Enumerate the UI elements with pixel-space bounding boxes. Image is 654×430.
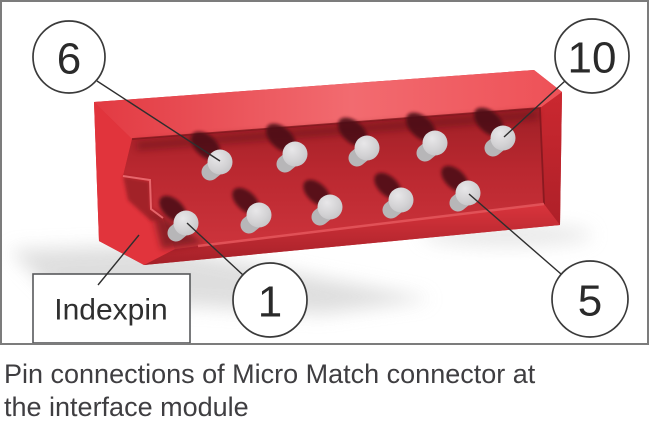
- pin-2: [232, 187, 272, 234]
- pin-top: [422, 130, 448, 156]
- body-right-face: [540, 92, 562, 225]
- body-front-wall: [144, 204, 560, 265]
- callout-leader-line: [186, 222, 244, 276]
- pin-3: [303, 179, 343, 226]
- figure-frame: 6 10 1 5 Indexpin: [0, 0, 649, 345]
- pin-6: [191, 131, 233, 181]
- indexpin-label: Indexpin: [54, 294, 167, 327]
- pin-top: [173, 210, 199, 236]
- callout-number: 5: [578, 277, 602, 326]
- callout-6: 6: [32, 20, 221, 162]
- pin-top: [388, 187, 414, 213]
- callout-leader-line: [503, 80, 566, 138]
- pin-top: [207, 149, 233, 175]
- caption-line-2: the interface module: [4, 392, 249, 422]
- pin-8: [338, 117, 380, 167]
- pin-top: [354, 135, 380, 161]
- pin-top: [317, 194, 343, 220]
- callout-leader-line: [468, 193, 562, 275]
- pin-1: [159, 195, 199, 242]
- pin-4: [374, 172, 414, 219]
- indexpin-callout: Indexpin: [32, 234, 191, 343]
- callout-circle: [232, 262, 308, 338]
- indexpin-box: [32, 273, 191, 343]
- indexpin-leader-line: [97, 234, 140, 286]
- callout-number: 1: [258, 278, 282, 327]
- callout-circle: [554, 18, 630, 94]
- pin-top: [455, 180, 481, 206]
- caption-line-1: Pin connections of Micro Match connector…: [4, 359, 536, 389]
- pin-top: [282, 141, 308, 167]
- callout-leader-line: [96, 80, 221, 162]
- pin-7: [266, 123, 308, 173]
- callout-circle: [32, 20, 106, 94]
- callout-number: 10: [568, 34, 617, 83]
- callout-10: 10: [503, 18, 630, 138]
- index-notch: [122, 175, 164, 221]
- callout-5: 5: [468, 193, 629, 338]
- pin-top: [246, 202, 272, 228]
- body-top-face: [94, 70, 562, 139]
- callout-number: 6: [57, 35, 81, 84]
- pin-9: [406, 112, 448, 162]
- callouts: 6 10 1 5: [32, 18, 630, 338]
- callout-1: 1: [186, 222, 308, 338]
- pins: [159, 107, 516, 242]
- callout-circle: [551, 260, 629, 338]
- micro-match-connector-diagram: 6 10 1 5 Indexpin: [10, 18, 630, 343]
- figure-caption: Pin connections of Micro Match connector…: [4, 358, 652, 424]
